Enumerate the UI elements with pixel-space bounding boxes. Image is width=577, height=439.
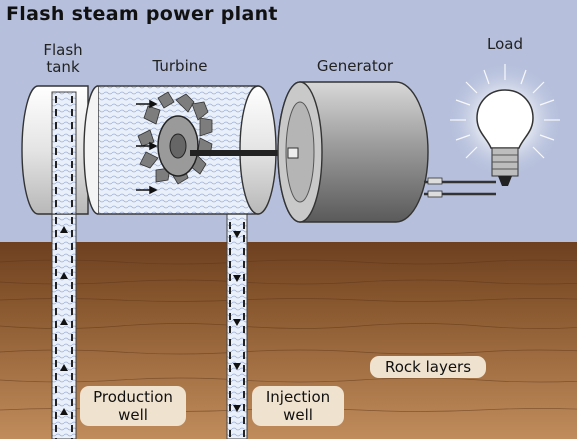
page-title: Flash steam power plant — [6, 3, 278, 25]
flash-tank — [21, 85, 105, 215]
light-bulb-icon — [447, 62, 563, 186]
generator-label: Generator — [316, 57, 394, 75]
rock-layers-label: Rock layers — [370, 356, 486, 378]
injection-well-label: Injection well — [252, 386, 344, 426]
flash-tank-label: Flash tank — [43, 41, 83, 76]
turbine-shaft — [190, 150, 290, 156]
injection-flow-arrows — [233, 231, 241, 412]
production-well-label: Production well — [80, 386, 186, 426]
production-flow-arrows — [60, 226, 68, 415]
generator-body — [277, 81, 429, 223]
steam-arrows — [136, 99, 158, 195]
turbine-label: Turbine — [152, 57, 208, 75]
turbine-rotor — [137, 91, 213, 185]
load-label: Load — [487, 35, 523, 53]
